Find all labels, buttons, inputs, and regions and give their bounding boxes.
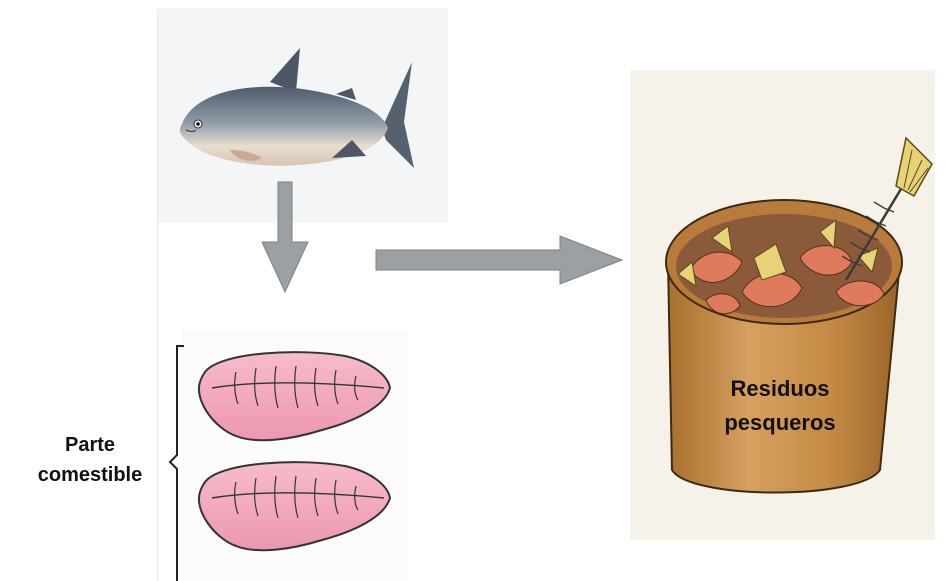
- waste-label-line1: Residuos: [710, 372, 850, 406]
- fillet-illustration: [199, 462, 390, 550]
- fillet-illustration: [199, 352, 390, 440]
- edible-label-line1: Parte: [20, 430, 160, 460]
- waste-label-line2: pesqueros: [710, 406, 850, 440]
- edible-label-line2: comestible: [20, 460, 160, 490]
- bracket: [170, 346, 184, 581]
- fish-waste-label: Residuos pesqueros: [710, 372, 850, 440]
- edible-part-label: Parte comestible: [20, 430, 160, 490]
- right-arrow-icon: [376, 236, 622, 284]
- fish-illustration: [180, 48, 414, 168]
- down-arrow-icon: [262, 182, 308, 292]
